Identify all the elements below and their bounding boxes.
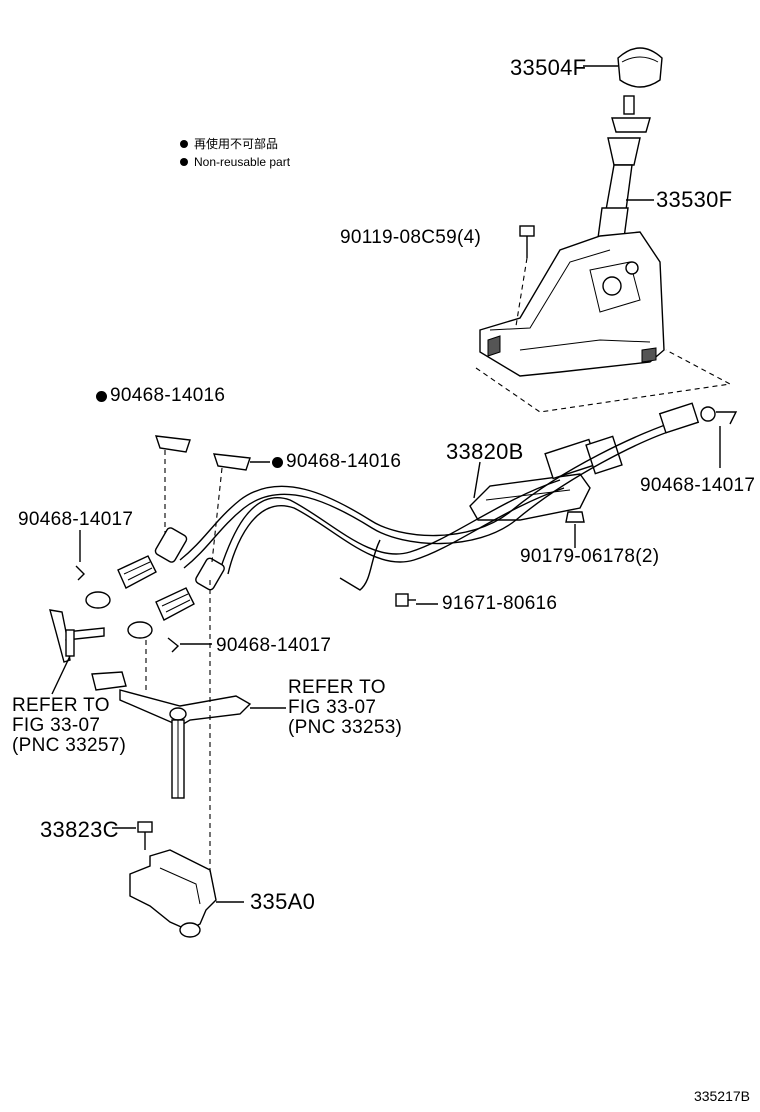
bracket-335A0[interactable] xyxy=(129,849,217,938)
bolt-91671[interactable] xyxy=(395,593,416,607)
label-90468-14017-right[interactable]: 90468-14017 xyxy=(640,475,756,496)
cable-end-left-lower[interactable] xyxy=(155,557,226,621)
nut-90179[interactable] xyxy=(565,511,585,523)
shift-lever[interactable] xyxy=(597,95,651,239)
label-90179[interactable]: 90179-06178(2) xyxy=(520,546,660,567)
bolt-33823C[interactable] xyxy=(137,821,153,850)
bushing-upper[interactable] xyxy=(85,591,111,609)
label-33504F[interactable]: 33504F xyxy=(510,55,587,80)
bullet-icon xyxy=(180,140,188,148)
bullet-icon xyxy=(180,158,188,166)
retainer-clip-lower[interactable] xyxy=(212,453,251,471)
clip-90468-14017-mid[interactable] xyxy=(167,637,180,653)
label-90468-14017-mid[interactable]: 90468-14017 xyxy=(216,635,332,656)
legend-line-jp: 再使用不可部品 xyxy=(180,135,290,153)
bracket-left[interactable] xyxy=(49,609,105,663)
refer-note-left[interactable]: REFER TO FIG 33-07 (PNC 33257) xyxy=(12,695,127,756)
label-335A0[interactable]: 335A0 xyxy=(250,889,316,914)
legend-line-en: Non-reusable part xyxy=(180,153,290,171)
retainer-clip-upper[interactable] xyxy=(154,435,191,453)
shift-lever-housing[interactable] xyxy=(479,231,665,377)
label-90468-14016-lower[interactable]: 90468-14016 xyxy=(272,452,401,472)
label-90119[interactable]: 90119-08C59(4) xyxy=(340,227,482,248)
label-33823C[interactable]: 33823C xyxy=(40,817,119,842)
label-33530F[interactable]: 33530F xyxy=(656,187,733,212)
label-33820B[interactable]: 33820B xyxy=(446,439,524,464)
cable-end-left-upper[interactable] xyxy=(117,527,188,589)
selector-lever[interactable] xyxy=(91,671,252,799)
label-91671[interactable]: 91671-80616 xyxy=(442,593,558,614)
label-90468-14017-left[interactable]: 90468-14017 xyxy=(18,509,134,530)
bushing-lower[interactable] xyxy=(127,621,153,639)
shift-knob[interactable] xyxy=(617,47,663,88)
legend: 再使用不可部品 Non-reusable part xyxy=(180,135,290,171)
shift-cables[interactable] xyxy=(179,419,681,591)
bolt-90119[interactable] xyxy=(519,225,535,258)
figure-id: 335217B xyxy=(693,1088,750,1104)
label-90468-14016-upper[interactable]: 90468-14016 xyxy=(96,386,225,406)
cable-end-right[interactable] xyxy=(658,402,738,434)
refer-note-right[interactable]: REFER TO FIG 33-07 (PNC 33253) xyxy=(288,677,403,738)
non-reusable-icon xyxy=(272,457,283,468)
non-reusable-icon xyxy=(96,391,107,402)
clip-90468-14017-left[interactable] xyxy=(75,565,85,581)
